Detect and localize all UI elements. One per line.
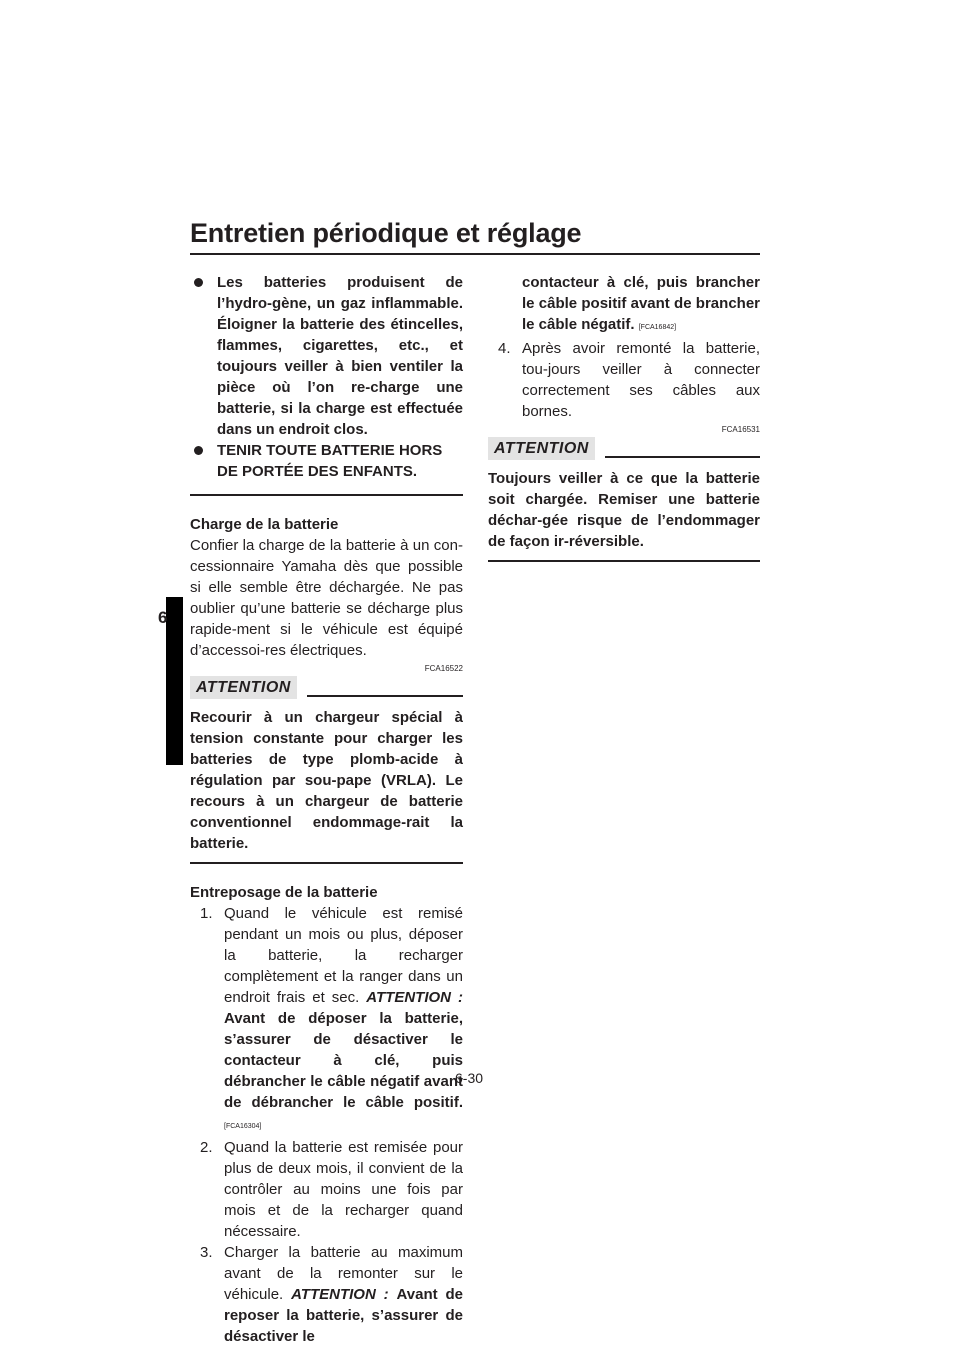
attention-text: Toujours veiller à ce que la batterie so…	[488, 470, 760, 550]
warning-text: Les batteries produisent de l’hydro-gène…	[217, 274, 463, 438]
caution-text: Avant de reposer la batterie, s’assurer …	[224, 1286, 464, 1345]
list-number: 2.	[200, 1139, 213, 1156]
step-text: Après avoir remonté la batterie, tou-jou…	[522, 340, 760, 420]
caution-label: ATTENTION :	[366, 989, 463, 1006]
left-column: Les batteries produisent de l’hydro-gène…	[190, 272, 463, 1347]
warning-bullet: TENIR TOUTE BATTERIE HORS DE PORTÉE DES …	[190, 440, 463, 482]
attention-header: ATTENTION	[190, 676, 463, 699]
list-number: 4.	[498, 340, 511, 357]
right-column: contacteur à clé, puis brancher le câble…	[488, 272, 760, 562]
warning-end-rule	[190, 494, 463, 496]
attention-rule	[604, 456, 760, 458]
list-item-continued: contacteur à clé, puis brancher le câble…	[488, 272, 760, 338]
caution-ref: [FCA16304]	[224, 1123, 262, 1130]
list-item: 4. Après avoir remonté la batterie, tou-…	[488, 338, 760, 422]
caution-ref: [FCA16842]	[638, 324, 677, 331]
chapter-number: 6	[158, 608, 168, 627]
charge-heading: Charge de la batterie	[190, 516, 339, 533]
warning-bullet: Les batteries produisent de l’hydro-gène…	[190, 272, 463, 440]
step-text: Charger la batterie au maximum avant de …	[224, 1244, 463, 1303]
attention-header: ATTENTION	[488, 437, 760, 460]
notice-code: FCA16522	[424, 664, 463, 673]
step-text: Quand la batterie est remisée pour plus …	[224, 1139, 463, 1240]
bullet-icon	[194, 278, 203, 287]
title-rule	[190, 253, 760, 255]
caution-label: ATTENTION :	[291, 1286, 389, 1303]
notice-code: FCA16531	[721, 425, 760, 434]
list-item: 1. Quand le véhicule est remisé pendant …	[190, 903, 463, 1137]
charge-body: Confier la charge de la batterie à un co…	[190, 537, 463, 659]
attention-label: ATTENTION	[190, 676, 297, 699]
caution-text: contacteur à clé, puis brancher le câble…	[522, 274, 760, 333]
attention-text: Recourir à un chargeur spécial à tension…	[190, 709, 463, 852]
caution-text: Avant de déposer la batterie, s’assurer …	[224, 1010, 463, 1111]
list-number: 3.	[200, 1244, 213, 1261]
list-number: 1.	[200, 905, 213, 922]
attention-rule	[306, 695, 463, 697]
chapter-tab	[166, 597, 183, 765]
storage-heading: Entreposage de la batterie	[190, 884, 378, 901]
page-title: Entretien périodique et réglage	[190, 218, 582, 248]
attention-label: ATTENTION	[488, 437, 595, 460]
list-item: 3. Charger la batterie au maximum avant …	[190, 1242, 463, 1347]
attention-end-rule	[488, 560, 760, 562]
list-item: 2. Quand la batterie est remisée pour pl…	[190, 1137, 463, 1242]
warning-text: TENIR TOUTE BATTERIE HORS DE PORTÉE DES …	[217, 442, 443, 480]
page-number: 6-30	[455, 1070, 484, 1086]
step-text: Quand le véhicule est remisé pendant un …	[224, 905, 463, 1006]
bullet-icon	[194, 446, 203, 455]
attention-end-rule	[190, 862, 463, 864]
